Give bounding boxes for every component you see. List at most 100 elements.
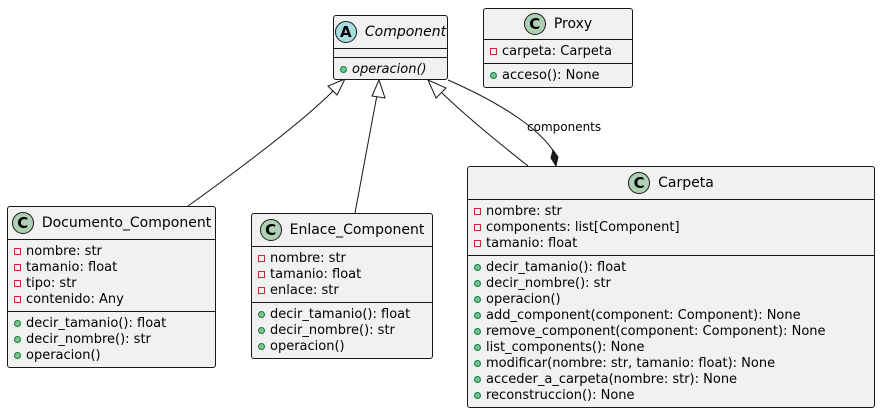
attribute-row: tipo: str [14,275,215,291]
public-visibility-icon [490,71,497,79]
public-visibility-icon [14,335,21,343]
private-visibility-icon [474,223,481,231]
attribute-text: tipo: str [26,275,77,291]
attributes-section: carpeta: Carpeta [484,39,632,63]
public-visibility-icon [474,343,481,351]
method-text: operacion() [486,291,561,307]
method-row: add_component(component: Component): Non… [474,307,874,323]
inheritance-arrowhead-documento [327,78,347,96]
public-visibility-icon [14,319,21,327]
attribute-text: nombre: str [26,243,102,259]
attribute-row: components: list[Component] [474,219,874,235]
public-visibility-icon [474,375,481,383]
class-badge-icon: C [523,13,546,35]
inheritance-edge-enlace [354,94,378,214]
inheritance-arrowhead-enlace [371,78,386,99]
method-text: decir_tamanio(): float [486,259,627,275]
public-visibility-icon [474,263,481,271]
composition-edge-components [447,79,555,153]
private-visibility-icon [14,279,21,287]
method-row: acceso(): None [490,67,632,83]
attribute-row: carpeta: Carpeta [490,43,632,59]
class-name: Documento_Component [41,215,212,231]
attributes-section: nombre: str tamanio: float enlace: str [252,246,432,302]
method-row: operacion() [258,338,432,354]
method-text: decir_tamanio(): float [270,306,411,322]
method-row: decir_nombre(): str [474,275,874,291]
inheritance-edge-carpeta [441,92,529,167]
class-proxy[interactable]: C Proxy carpeta: Carpeta acceso(): None [483,8,633,88]
public-visibility-icon [474,391,481,399]
class-header: A Component [334,16,447,48]
method-text: decir_nombre(): str [270,322,395,338]
private-visibility-icon [258,270,265,278]
inheritance-edge-documento [187,87,337,207]
composition-label: components [527,120,602,134]
method-row: decir_nombre(): str [258,322,432,338]
public-visibility-icon [340,65,347,73]
method-text: operacion() [270,338,345,354]
attribute-row: nombre: str [258,250,432,266]
attribute-text: nombre: str [270,250,346,266]
method-row: operacion() [340,61,447,77]
private-visibility-icon [474,239,481,247]
public-visibility-icon [258,342,265,350]
method-text: acceso(): None [502,67,600,83]
class-documento-component[interactable]: C Documento_Component nombre: str tamani… [7,206,216,368]
method-text: remove_component(component: Component): … [486,323,826,339]
method-text: operacion() [26,347,101,363]
attribute-row: nombre: str [14,243,215,259]
method-row: modificar(nombre: str, tamanio: float): … [474,355,874,371]
private-visibility-icon [258,286,265,294]
method-row: acceder_a_carpeta(nombre: str): None [474,371,874,387]
method-row: decir_nombre(): str [14,331,215,347]
class-header: C Proxy [484,9,632,39]
method-text: decir_tamanio(): float [26,315,167,331]
attribute-row: tamanio: float [258,266,432,282]
inheritance-arrowhead-carpeta [427,79,447,99]
method-text: add_component(component: Component): Non… [486,307,801,323]
public-visibility-icon [14,351,21,359]
methods-section: decir_tamanio(): float decir_nombre(): s… [252,302,432,358]
class-badge-icon: C [628,172,651,194]
private-visibility-icon [474,207,481,215]
class-component[interactable]: A Component operacion() [333,15,448,80]
method-text: reconstruccion(): None [486,387,635,403]
public-visibility-icon [258,310,265,318]
public-visibility-icon [474,311,481,319]
method-text: list_components(): None [486,339,645,355]
class-name: Component [364,24,447,40]
private-visibility-icon [258,254,265,262]
class-name: Enlace_Component [289,222,425,238]
attribute-text: tamanio: float [486,235,578,251]
attributes-section: nombre: str tamanio: float tipo: str con… [8,239,215,311]
private-visibility-icon [14,247,21,255]
attribute-text: tamanio: float [26,259,118,275]
method-text: operacion() [352,61,427,77]
private-visibility-icon [490,47,497,55]
attributes-section [334,48,447,57]
attribute-row: nombre: str [474,203,874,219]
class-header: C Carpeta [468,167,874,199]
methods-section: acceso(): None [484,63,632,87]
method-row: operacion() [474,291,874,307]
method-text: decir_nombre(): str [486,275,611,291]
class-badge-icon: C [259,219,282,241]
methods-section: operacion() [334,57,447,81]
attribute-text: enlace: str [270,282,339,298]
attribute-text: components: list[Component] [486,219,680,235]
public-visibility-icon [474,359,481,367]
class-name: Proxy [553,16,593,32]
attribute-text: contenido: Any [26,291,124,307]
method-text: decir_nombre(): str [26,331,151,347]
class-badge-icon: C [11,212,34,234]
method-row: decir_tamanio(): float [258,306,432,322]
methods-section: decir_tamanio(): float decir_nombre(): s… [8,311,215,367]
class-carpeta[interactable]: C Carpeta nombre: str components: list[C… [467,166,875,408]
method-row: list_components(): None [474,339,874,355]
method-text: acceder_a_carpeta(nombre: str): None [486,371,738,387]
attribute-row: tamanio: float [14,259,215,275]
class-enlace-component[interactable]: C Enlace_Component nombre: str tamanio: … [251,213,433,359]
method-row: reconstruccion(): None [474,387,874,403]
